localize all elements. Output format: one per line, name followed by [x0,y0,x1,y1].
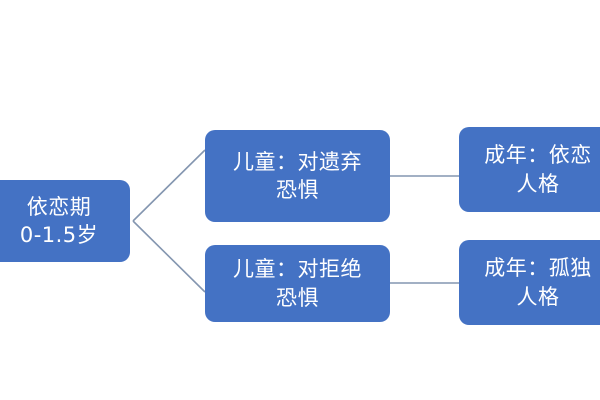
node-child-fear-of-abandonment[interactable]: 儿童：对遗弃 恐惧 [205,130,390,222]
node-label-child-abandonment: 儿童：对遗弃 恐惧 [233,149,362,202]
node-label-adult-attached: 成年：依恋 人格 [484,143,592,196]
node-label-adult-lonely: 成年：孤独 人格 [484,256,592,309]
node-label-child-rejection: 儿童：对拒绝 恐惧 [233,257,362,310]
node-child-fear-of-rejection[interactable]: 儿童：对拒绝 恐惧 [205,245,390,322]
connector-root-to-child-abandonment [132,149,206,222]
node-adult-attached-personality[interactable]: 成年：依恋 人格 [459,127,600,212]
node-attachment-stage-root[interactable]: 依恋期 0-1.5岁 [0,180,130,262]
node-label-root: 依恋期 0-1.5岁 [19,194,99,247]
connector-root-to-child-rejection [132,220,206,293]
node-adult-lonely-personality[interactable]: 成年：孤独 人格 [459,240,600,325]
